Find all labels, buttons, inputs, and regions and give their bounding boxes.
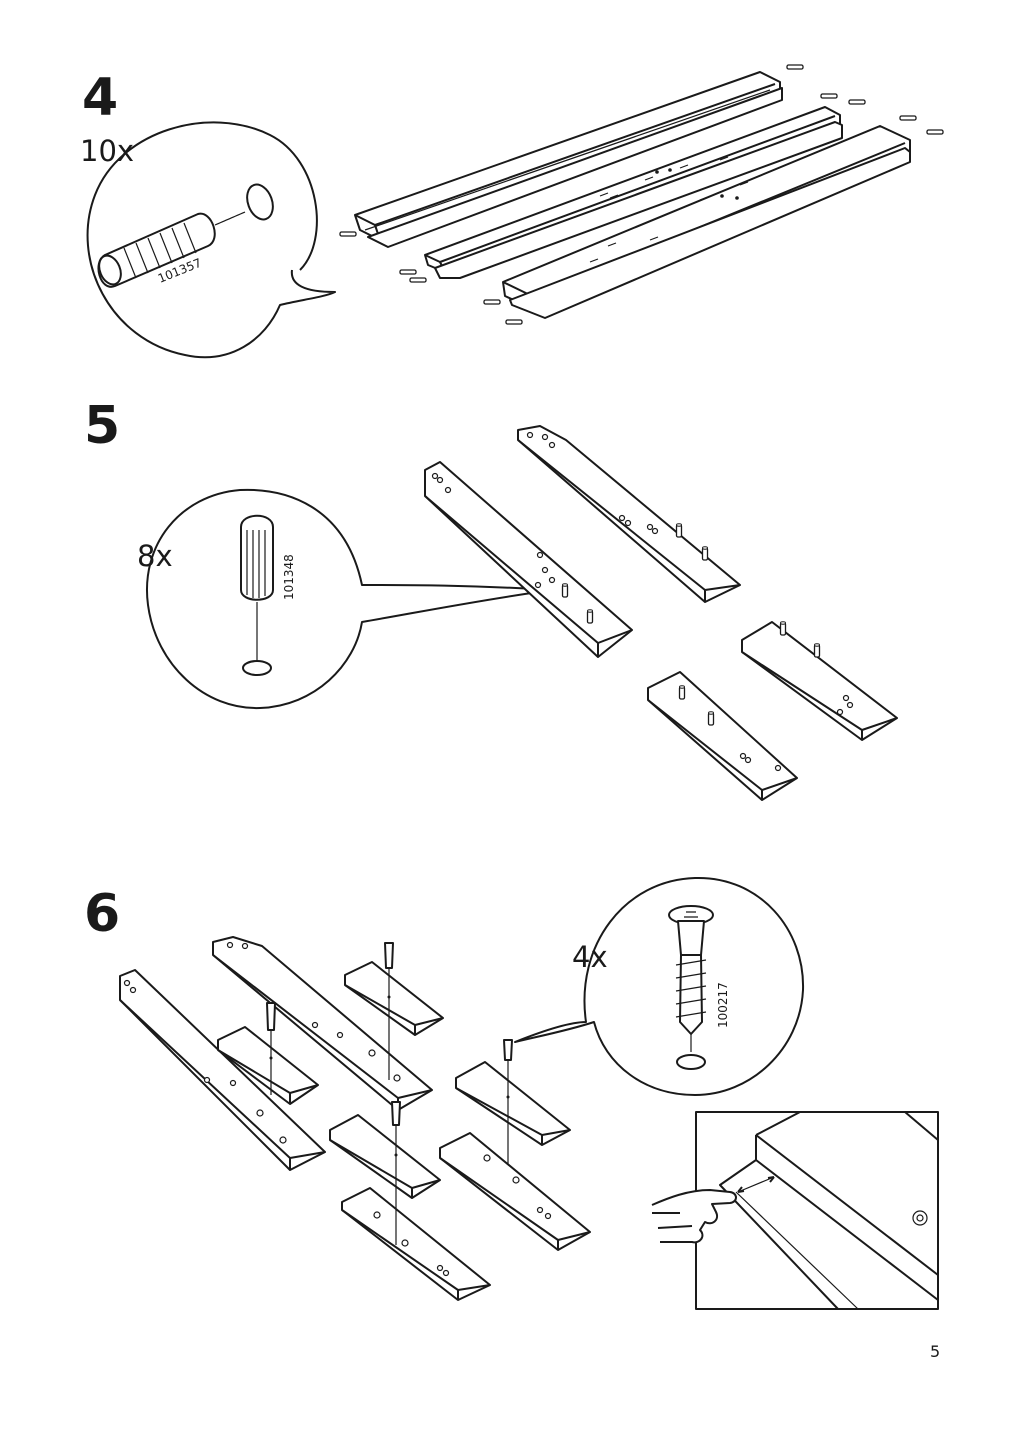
step-4-quantity: 10x	[80, 134, 135, 168]
step-6-boards	[119, 936, 591, 1301]
step-5-part-number: 101348	[282, 554, 296, 600]
hand-pointing-icon	[651, 1189, 737, 1244]
step-5-quantity: 8x	[137, 539, 173, 573]
step-6-callout: 100217	[514, 876, 805, 1096]
page-number: 5	[930, 1342, 941, 1361]
step-5-boards	[424, 425, 898, 801]
step-6-number: 6	[84, 884, 121, 944]
step-4-callout: 101357	[86, 121, 336, 359]
step-6-quantity: 4x	[572, 940, 608, 974]
step-5-number: 5	[84, 396, 121, 456]
detail-inset-icon	[695, 1111, 939, 1310]
rail-icon	[354, 71, 783, 248]
step-6-part-number: 100217	[716, 982, 730, 1028]
dowel-icon: 101357	[97, 183, 274, 288]
step-4-number: 4	[82, 68, 119, 128]
step-4-rails	[339, 64, 944, 325]
leg-board-icon	[424, 461, 633, 658]
screw-icon: 100217	[668, 905, 730, 1070]
dowel-icon: 101348	[240, 514, 296, 676]
